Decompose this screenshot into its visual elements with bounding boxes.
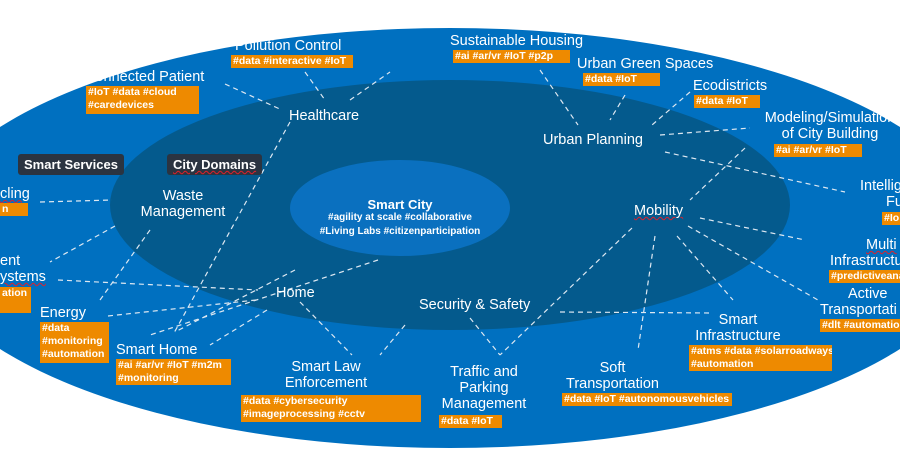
label-line: Soft: [599, 360, 626, 376]
city-domains-label: City Domains: [173, 157, 257, 172]
domain-energy[interactable]: Energy: [40, 305, 86, 321]
security-label: Security & Safety: [419, 297, 531, 313]
center-ellipse: [290, 160, 510, 256]
service-ecodistricts[interactable]: Ecodistricts: [693, 78, 768, 94]
patient-tags: #IoT #data #cloud#caredevices: [86, 86, 199, 114]
city-domains-badge: City Domains: [167, 154, 263, 175]
tag-line: #data #cybersecurity: [243, 395, 348, 407]
connector-lines: [39, 69, 846, 356]
tag-line: #automation: [42, 348, 105, 360]
label-line: Smart: [718, 312, 758, 328]
mgmt-tags: ation: [0, 287, 31, 313]
tag-line: #ai #ar/vr #IoT #m2m: [118, 359, 222, 371]
smart-city-tags-2: #Living Labs #citizenparticipation: [319, 226, 481, 237]
smart-home-tags: #ai #ar/vr #IoT #m2m#monitoring: [116, 359, 231, 385]
service-recycling[interactable]: cling: [0, 186, 30, 202]
smart-infra-tags: #atms #data #solarroadways#automation: [689, 345, 832, 371]
domain-security-safety[interactable]: Security & Safety: [419, 297, 530, 313]
tag-line: #IoT #data #cloud: [88, 86, 177, 98]
active-tags: #dlt #automation: [820, 319, 900, 332]
pollution-tags: #data #interactive #IoT: [231, 55, 353, 68]
label-line: of City Building: [781, 126, 879, 142]
intelligent-tags: #Io: [882, 212, 900, 225]
domain-healthcare[interactable]: Healthcare: [289, 108, 360, 124]
label-line: Multi: [866, 237, 897, 253]
label-line: Transportati: [820, 302, 897, 318]
label-line: ystems: [0, 269, 46, 285]
tag-line: #atms #data #solarroadways: [691, 345, 832, 357]
domain-urban-planning[interactable]: Urban Planning: [543, 132, 643, 148]
service-smart-home[interactable]: Smart Home: [116, 342, 198, 358]
traffic-tags: #data #IoT: [439, 415, 502, 428]
tag-line: #imageprocessing #cctv: [243, 408, 365, 420]
service-connected-patient[interactable]: Connected Patient: [85, 69, 205, 85]
multi-tags: #predictiveana: [829, 270, 900, 283]
recycling-label: cling: [0, 186, 30, 202]
tag-line: #data: [42, 322, 70, 334]
tag-line: #monitoring: [42, 335, 103, 347]
modeling-tags: #ai #ar/vr #IoT: [774, 144, 862, 157]
energy-tags: #data#monitoring#automation: [40, 322, 109, 363]
label-line: Active: [848, 286, 888, 302]
green-tags: #data #IoT: [583, 73, 660, 86]
tag-line: #caredevices: [88, 99, 154, 111]
label-line: Traffic and: [450, 364, 518, 380]
soft-tags: #data #IoT #autonomousvehicles: [562, 393, 732, 406]
label-line: Infrastructu: [830, 253, 900, 269]
label-line: Intellig: [860, 178, 900, 194]
domain-home[interactable]: Home: [276, 285, 315, 301]
service-pollution-control[interactable]: Pollution Control: [235, 38, 342, 54]
smart-city-title: Smart City: [367, 197, 433, 212]
waste-label-2: Management: [140, 204, 226, 220]
label-line: Enforcement: [284, 375, 368, 391]
waste-label-1: Waste: [162, 188, 204, 204]
recycling-tags: n: [0, 203, 28, 216]
domain-mobility[interactable]: Mobility: [634, 203, 683, 219]
label-line: Transportation: [566, 376, 659, 392]
mobility-label: Mobility: [634, 203, 684, 219]
tag-line: #automation: [691, 358, 754, 370]
label-line: Modeling/Simulation: [764, 110, 896, 126]
label-line: Fu: [886, 194, 900, 210]
label-line: Parking: [459, 380, 509, 396]
eco-tags: #data #IoT: [694, 95, 760, 108]
smart-city-tags-1: #agility at scale #collaborative: [328, 212, 472, 223]
smart-services-badge: Smart Services: [18, 154, 124, 175]
service-urban-green-spaces[interactable]: Urban Green Spaces: [577, 56, 714, 72]
label-line: Smart Law: [291, 359, 361, 375]
service-sustainable-housing[interactable]: Sustainable Housing: [450, 33, 584, 49]
label-line: ent: [0, 253, 21, 269]
law-tags: #data #cybersecurity#imageprocessing #cc…: [241, 395, 421, 422]
tag-line: #monitoring: [118, 372, 179, 384]
label-line: Management: [441, 396, 527, 412]
housing-tags: #ai #ar/vr #IoT #p2p: [453, 50, 570, 63]
label-line: Infrastructure: [695, 328, 781, 344]
